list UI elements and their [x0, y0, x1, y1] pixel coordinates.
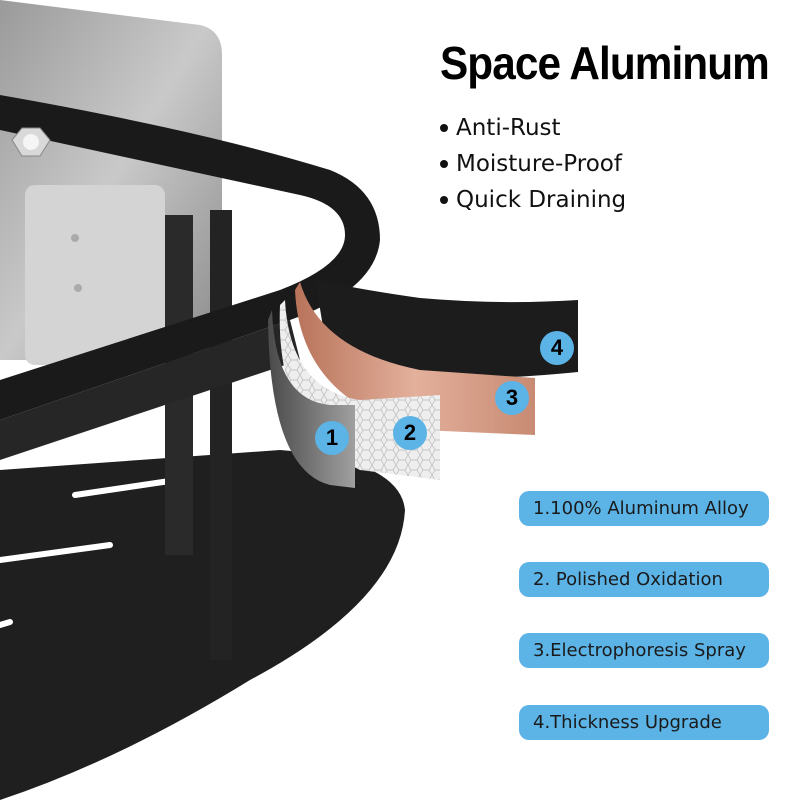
benefit-item: Moisture-Proof: [440, 146, 626, 182]
bullet-dot-icon: [440, 124, 448, 132]
layer-strip-4: [315, 278, 578, 379]
feature-label-polished-oxidation: 2. Polished Oxidation: [519, 562, 769, 597]
bullet-dot-icon: [440, 196, 448, 204]
layer-badge-1: 1: [315, 421, 349, 455]
basket-rim: [0, 95, 380, 420]
feature-label-aluminum-alloy: 1.100% Aluminum Alloy: [519, 491, 769, 526]
bullet-dot-icon: [440, 160, 448, 168]
benefit-label: Moisture-Proof: [456, 151, 622, 177]
benefit-item: Quick Draining: [440, 182, 626, 218]
benefits-list: Anti-Rust Moisture-Proof Quick Draining: [440, 110, 626, 218]
benefit-label: Quick Draining: [456, 187, 627, 213]
layer-badge-3: 3: [495, 381, 529, 415]
benefit-item: Anti-Rust: [440, 110, 626, 146]
feature-label-electrophoresis-spray: 3.Electrophoresis Spray: [519, 633, 769, 668]
page-title: Space Aluminum: [440, 37, 770, 89]
layer-strip-3: [295, 282, 535, 435]
layer-badge-4: 4: [540, 331, 574, 365]
feature-label-thickness-upgrade: 4.Thickness Upgrade: [519, 705, 769, 740]
basket-base: [0, 450, 405, 800]
benefit-label: Anti-Rust: [456, 115, 561, 141]
layer-badge-2: 2: [393, 416, 427, 450]
